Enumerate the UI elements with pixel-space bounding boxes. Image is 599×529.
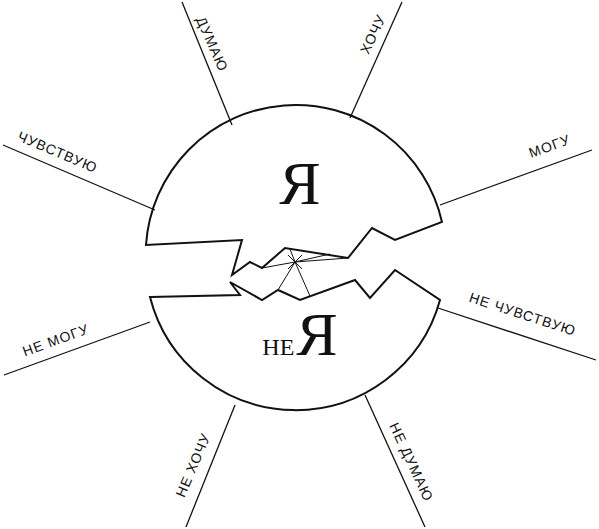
self-letter: Я — [296, 303, 337, 365]
state-word: НЕ ЧУВСТВУЮ — [468, 290, 578, 338]
state-word: НЕ ХОЧУ — [173, 431, 212, 499]
state-word: ХОЧУ — [358, 12, 388, 56]
lower-half-outline — [150, 270, 440, 410]
upper-half-outline — [146, 105, 442, 275]
state-word: МОГУ — [527, 132, 572, 160]
crack-threads — [262, 249, 348, 296]
radial-leaders — [3, 2, 596, 527]
not-self-half: НЕЯ — [225, 303, 375, 375]
negation-word: НЕ — [262, 335, 294, 359]
self-half: Я — [235, 152, 365, 224]
state-word: НЕ МОГУ — [21, 322, 91, 359]
self-letter: Я — [279, 152, 320, 214]
